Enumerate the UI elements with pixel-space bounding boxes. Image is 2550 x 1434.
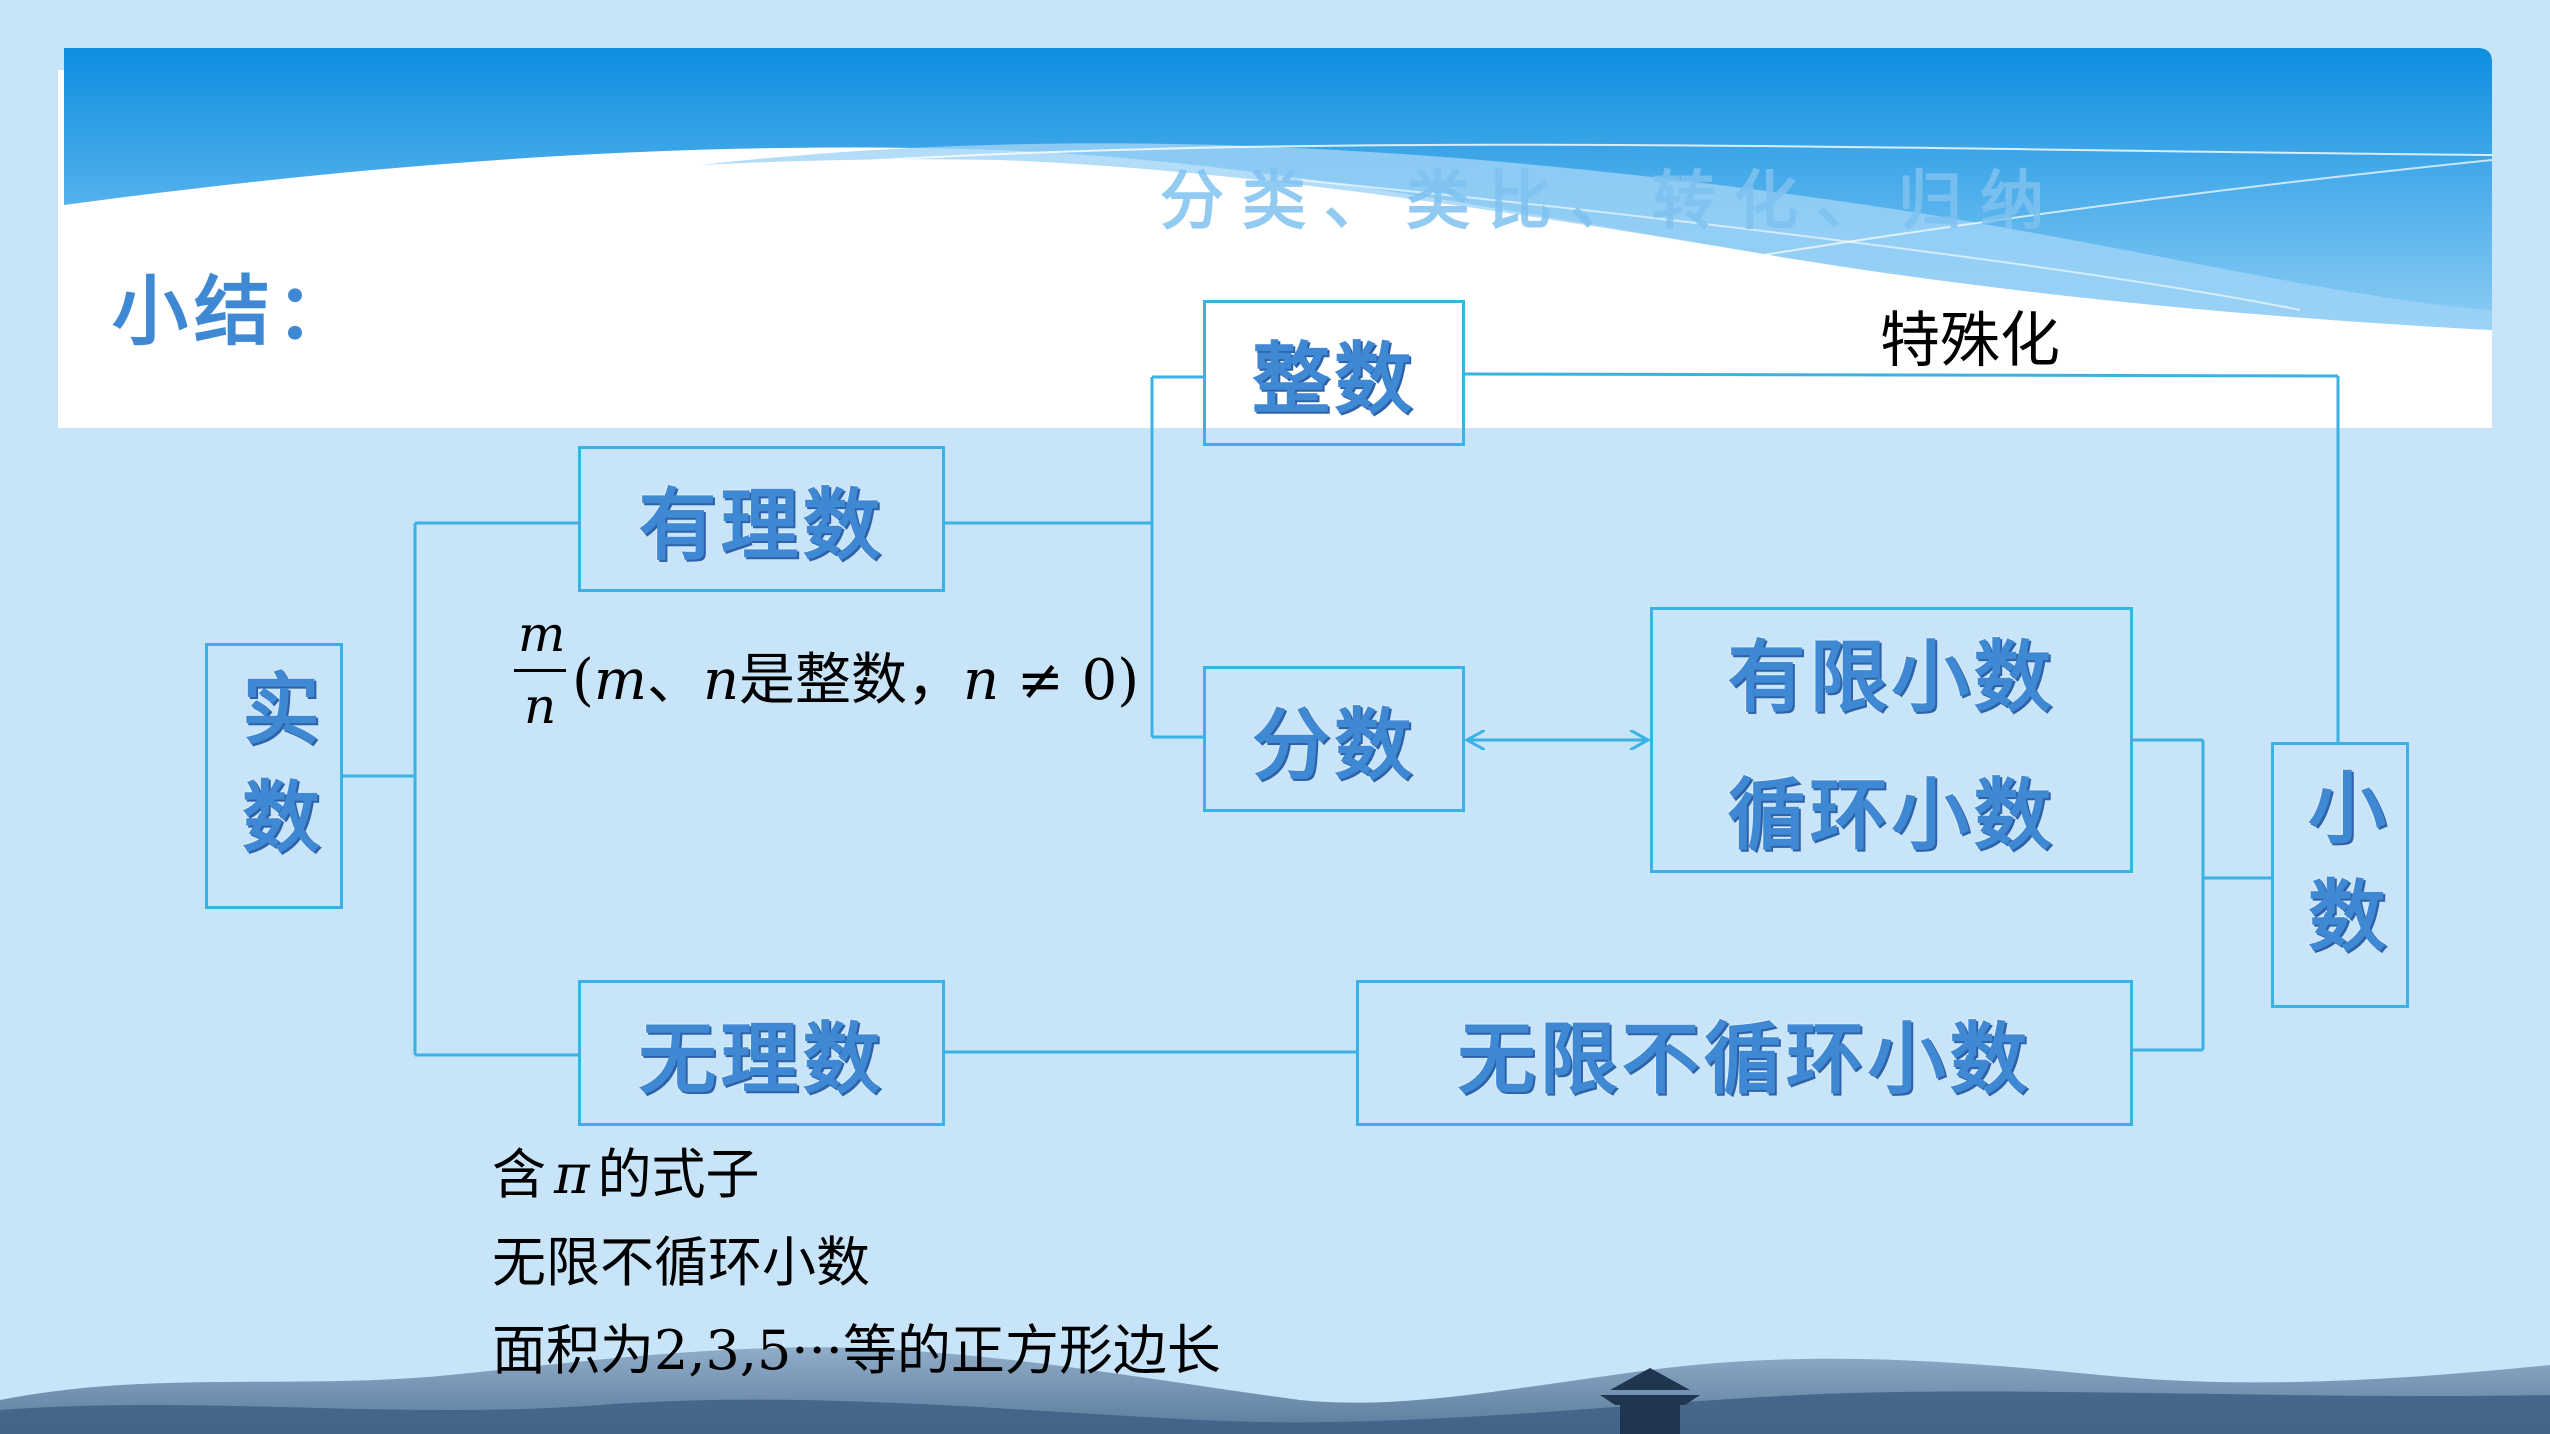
node-real-label: 实数 <box>229 668 319 884</box>
fraction-denominator: n <box>524 677 557 735</box>
separator: 、 <box>646 648 703 713</box>
special-label: 特殊化 <box>1880 306 2060 376</box>
irrational-note-3: 面积为2,3,5···等的正方形边长 <box>492 1319 1221 1382</box>
node-irrational-number: 无理数 <box>578 980 945 1126</box>
node-infinite-nonrecurring-decimal: 无限不循环小数 <box>1356 980 2133 1126</box>
var-n2: n <box>963 648 1000 713</box>
node-irrational-label: 无理数 <box>638 1015 885 1105</box>
note-suffix: 的式子 <box>597 1143 760 1206</box>
node-fraction: 分数 <box>1203 666 1465 812</box>
slide-subtitle: 分类、类比、转化、归纳 <box>1160 165 2062 239</box>
fraction-expression: m n <box>510 605 570 745</box>
node-decimal: 小数 <box>2271 742 2409 1008</box>
not-equal-zero: ≠ 0) <box>999 648 1140 713</box>
node-rational-number: 有理数 <box>578 446 945 592</box>
open-paren: ( <box>572 648 594 713</box>
rational-condition: (m、n是整数，n ≠ 0) <box>572 635 1139 716</box>
condition-text: 是整数， <box>739 648 964 713</box>
note-prefix: 含 <box>492 1143 546 1206</box>
fraction-numerator: m <box>518 605 566 663</box>
pi-symbol: π <box>554 1143 590 1206</box>
node-fraction-label: 分数 <box>1251 701 1416 791</box>
node-real-number: 实数 <box>205 643 343 909</box>
node-rational-label: 有理数 <box>638 481 885 571</box>
irrational-note-2: 无限不循环小数 <box>492 1231 870 1294</box>
node-decimal-label: 小数 <box>2295 767 2385 983</box>
var-n: n <box>702 648 740 713</box>
var-m: m <box>593 648 647 713</box>
node-finite-decimal-label: 有限小数 <box>1727 633 2056 723</box>
fraction-bar <box>514 669 566 672</box>
node-integer-label: 整数 <box>1251 335 1416 425</box>
node-recurring-decimal-label: 循环小数 <box>1727 771 2056 861</box>
node-finite-recurring-decimal: 有限小数 循环小数 <box>1650 607 2133 873</box>
slide-heading: 小结： <box>112 267 358 356</box>
node-integer: 整数 <box>1203 300 1465 446</box>
node-infinite-decimal-label: 无限不循环小数 <box>1457 1015 2032 1105</box>
